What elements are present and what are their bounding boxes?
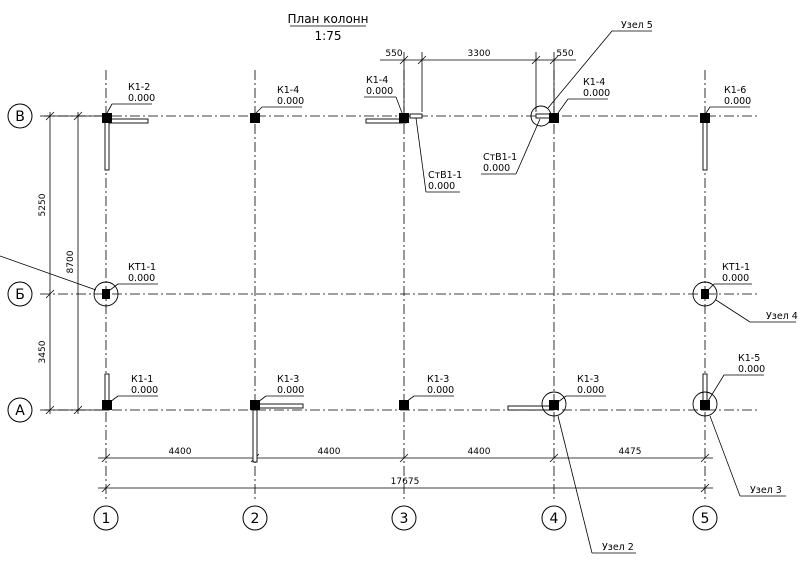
beam-v1-down [104, 121, 110, 171]
node-callouts: Узел 5 Узел 4 Узел 3 Узел 2 [0, 20, 798, 554]
elev-v4: 0.000 [583, 88, 610, 99]
node-label-3: Узел 3 [750, 485, 782, 496]
column-a1 [102, 400, 112, 410]
axis-bubble-a [7, 397, 33, 423]
mark-a2: К1-3 [277, 374, 299, 385]
mark-a4: К1-3 [577, 374, 599, 385]
bottom-dimensions: 4400 4400 4400 4475 17675 [98, 447, 713, 493]
elev-stv-1: 0.000 [428, 181, 455, 192]
column-marks: К1-2 0.000 К1-4 0.000 К1-4 0.000 К1-4 0.… [106, 75, 765, 403]
axis-bubble-2 [242, 505, 268, 531]
node-circle-b5 [692, 281, 718, 307]
beam-v4-stub [535, 113, 551, 119]
mark-b5: КТ1-1 [722, 262, 750, 273]
column-v3 [399, 113, 409, 123]
elev-a2: 0.000 [277, 385, 304, 396]
mark-a1: К1-1 [131, 374, 153, 385]
left-dimensions: 5250 3450 8700 [38, 111, 106, 415]
node-circle-5 [530, 105, 552, 127]
node-circle-3 [692, 391, 718, 417]
node-label-4: Узел 4 [766, 311, 798, 322]
node-circle-2 [541, 391, 567, 417]
axis-label-a: А [15, 403, 25, 419]
axis-bubble-b [7, 281, 33, 307]
mark-v4: К1-4 [583, 77, 605, 88]
drawing-title: План колонн [288, 12, 369, 26]
mark-stv-1: СтВ1-1 [428, 170, 462, 181]
column-v5 [700, 113, 710, 123]
axis-bubbles-letters: В Б А [7, 103, 33, 423]
column-v4 [549, 113, 559, 123]
mark-a3: К1-3 [427, 374, 449, 385]
axis-label-2: 2 [251, 511, 260, 527]
column-a3 [399, 400, 409, 410]
columns [93, 105, 718, 417]
axis-bubble-3 [391, 505, 417, 531]
drawing-scale: 1:75 [315, 29, 342, 43]
elev-v1: 0.000 [128, 93, 155, 104]
elev-b5: 0.000 [722, 273, 749, 284]
dim-span-2-3: 4400 [318, 447, 341, 457]
elev-v2: 0.000 [277, 96, 304, 107]
axis-bubbles-numbers: 1 2 3 4 5 [93, 505, 718, 531]
node-circle-b1 [93, 281, 119, 307]
dim-span-3-4: 4400 [468, 447, 491, 457]
dim-top-right: 550 [556, 49, 573, 59]
mark-v5: К1-6 [724, 85, 746, 96]
elev-stv-2: 0.000 [483, 163, 510, 174]
beam-v3-stub [409, 113, 423, 119]
dim-span-4-5: 4475 [619, 447, 642, 457]
column-v1 [102, 113, 112, 123]
column-a4 [549, 400, 559, 410]
dim-span-b-a: 3450 [38, 340, 48, 363]
axis-label-1: 1 [102, 511, 111, 527]
column-b1 [102, 289, 110, 299]
axis-label-4: 4 [550, 511, 559, 527]
dim-top-left: 550 [385, 49, 402, 59]
axis-label-b: Б [15, 287, 25, 303]
grid-axes [40, 70, 760, 500]
elev-a3: 0.000 [427, 385, 454, 396]
mark-b1: КТ1-1 [128, 262, 156, 273]
axis-bubble-v [7, 103, 33, 129]
elev-a1: 0.000 [131, 385, 158, 396]
beam-a2-down [252, 409, 258, 463]
elev-b1: 0.000 [128, 273, 155, 284]
beam-v1-right [105, 118, 149, 124]
dim-total-horizontal: 17675 [391, 477, 420, 487]
beam-a2-right [254, 403, 304, 409]
node-label-5: Узел 5 [621, 20, 653, 31]
beam-v5-down [702, 121, 708, 171]
elev-a4: 0.000 [577, 385, 604, 396]
dim-span-v-b: 5250 [38, 193, 48, 216]
axis-label-3: 3 [400, 511, 409, 527]
mark-stv-2: СтВ1-1 [483, 152, 517, 163]
elev-v5: 0.000 [724, 96, 751, 107]
axis-bubble-1 [93, 505, 119, 531]
dim-span-1-2: 4400 [169, 447, 192, 457]
mark-v2: К1-4 [277, 85, 299, 96]
column-a5 [700, 400, 710, 410]
axis-label-5: 5 [701, 511, 710, 527]
mark-v3: К1-4 [366, 75, 388, 86]
column-b5 [701, 289, 709, 299]
axis-bubble-5 [692, 505, 718, 531]
mark-a5: К1-5 [738, 353, 760, 364]
dim-top-middle: 3300 [468, 49, 491, 59]
column-a2 [250, 400, 260, 410]
elev-a5: 0.000 [738, 364, 765, 375]
column-v2 [250, 113, 260, 123]
mark-v1: К1-2 [128, 82, 150, 93]
beam-a4-left [507, 405, 555, 411]
axis-bubble-4 [541, 505, 567, 531]
elev-v3: 0.000 [366, 86, 393, 97]
node-label-2: Узел 2 [602, 542, 634, 553]
dim-total-vertical: 8700 [66, 250, 76, 273]
top-dimensions: 550 3300 550 [380, 49, 576, 112]
axis-label-v: В [15, 109, 25, 125]
